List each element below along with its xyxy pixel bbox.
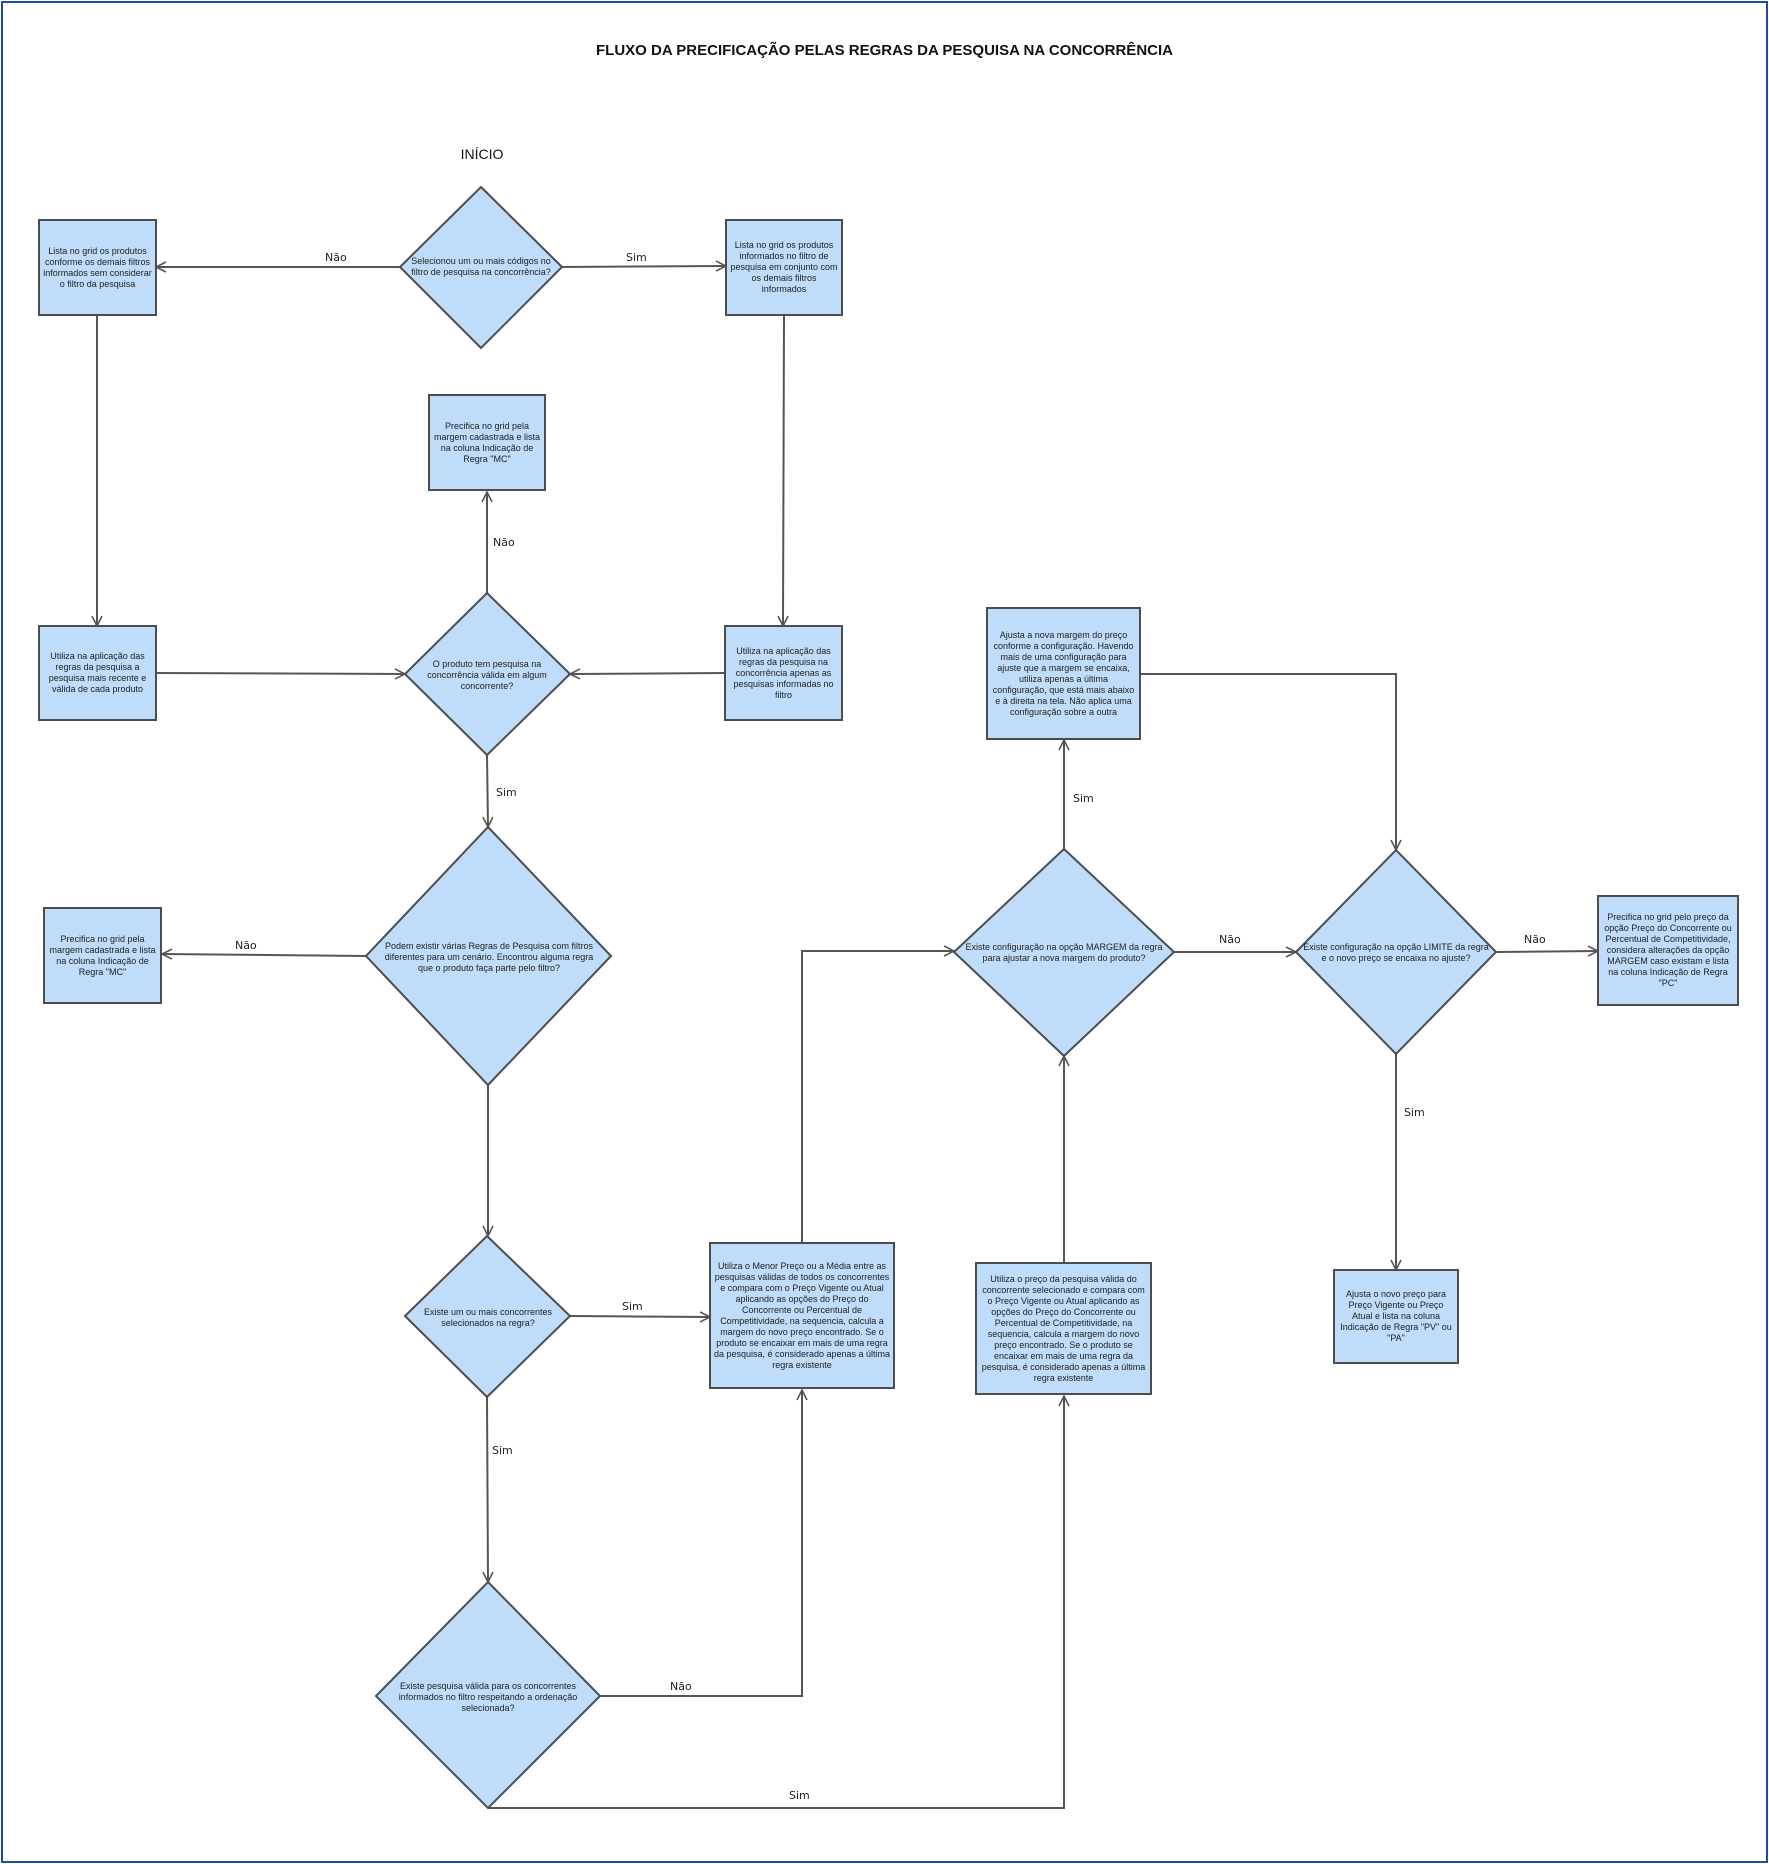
decision-d4-text: Existe um ou mais concorrentes seleciona… xyxy=(423,1307,553,1328)
edge-menor-d6 xyxy=(801,951,954,1243)
edge-leftutil-d2 xyxy=(155,673,405,674)
box-mc-mid-text: Precifica no grid pela margem cadastrada… xyxy=(49,933,156,977)
label-d6-yes: Sim xyxy=(1073,792,1094,805)
box-pc xyxy=(1597,895,1739,1006)
decision-d7-text: Existe configuração na opção LIMITE da r… xyxy=(1303,942,1489,963)
decision-d6-text: Existe configuração na opção MARGEM da r… xyxy=(965,942,1163,963)
label-d3-no: Não xyxy=(235,939,257,952)
box-left-list xyxy=(38,219,157,316)
decision-d1-text: Selecionou um ou mais códigos no filtro … xyxy=(411,256,551,277)
box-left-util-text: Utiliza na aplicação das regras da pesqu… xyxy=(48,651,147,694)
label-d4-yes-right: Sim xyxy=(622,1300,643,1313)
label-d5-yes: Sim xyxy=(789,1789,810,1802)
decision-d5-text: Existe pesquisa válida para os concorren… xyxy=(398,1680,578,1713)
decision-d7 xyxy=(1294,848,1498,1056)
box-ajusta-margem-text: Ajusta a nova margem do preço conforme a… xyxy=(992,629,1135,717)
edge-ajusta-d7 xyxy=(1139,673,1396,850)
box-pv-pa-text: Ajusta o novo preço para Preço Vigente o… xyxy=(1340,1289,1452,1343)
decision-d5 xyxy=(374,1580,602,1810)
label-d5-no: Não xyxy=(670,1680,692,1693)
start-label: INÍCIO xyxy=(460,146,504,162)
label-d2-yes: Sim xyxy=(496,786,517,799)
box-ajusta-margem xyxy=(986,607,1141,740)
edge-d7-no xyxy=(1495,951,1598,952)
box-concorrente-preco-text: Utiliza o preço da pesquisa válida do co… xyxy=(981,1273,1146,1383)
edge-d3-no xyxy=(162,954,367,956)
decision-d1 xyxy=(398,185,564,350)
box-left-list-text: Lista no grid os produtos conforme os de… xyxy=(43,245,152,289)
label-d2-no: Não xyxy=(493,536,515,549)
label-d1-no: Não xyxy=(325,251,347,264)
box-mc-top xyxy=(428,394,546,491)
edge-d4-yes xyxy=(569,1316,710,1317)
box-right-util-text: Utiliza na aplicação das regras da pesqu… xyxy=(733,645,834,700)
box-right-list-text: Lista no grid os produtos informados no … xyxy=(730,240,838,294)
box-right-util xyxy=(724,625,843,721)
box-mc-mid xyxy=(43,907,162,1004)
label-d6-no: Não xyxy=(1219,933,1241,946)
edge-d1-yes xyxy=(561,266,726,267)
edge-d5-no xyxy=(600,1390,802,1697)
edge-d2-yes xyxy=(487,754,488,827)
edge-rightutil-d2 xyxy=(570,673,726,674)
decision-d2 xyxy=(403,591,572,757)
decision-d6 xyxy=(952,847,1176,1058)
connectors xyxy=(97,266,1598,1809)
decision-d4 xyxy=(403,1234,572,1399)
box-pc-text: Precifica no grid pelo preço da opção Pr… xyxy=(1604,912,1732,988)
decision-d2-text: O produto tem pesquisa na concorrência v… xyxy=(427,658,547,691)
box-left-util xyxy=(38,625,157,721)
label-d7-yes: Sim xyxy=(1404,1106,1425,1119)
label-d1-yes: Sim xyxy=(626,251,647,264)
box-right-list xyxy=(725,219,843,316)
box-concorrente-preco xyxy=(975,1262,1152,1395)
box-mc-top-text: Precifica no grid pela margem cadastrada… xyxy=(433,420,541,464)
shapes xyxy=(38,185,1739,1810)
edge-d4-down xyxy=(487,1396,488,1582)
label-d4-yes-down: Sim xyxy=(492,1444,513,1457)
label-d7-no: Não xyxy=(1524,933,1546,946)
edge-d5-yes xyxy=(488,1396,1064,1809)
box-pv-pa xyxy=(1333,1269,1459,1364)
box-menor-preco xyxy=(709,1242,895,1389)
box-menor-preco-text: Utiliza o Menor Preço ou a Média entre a… xyxy=(713,1260,891,1370)
diagram-title: FLUXO DA PRECIFICAÇÃO PELAS REGRAS DA PE… xyxy=(596,42,1173,59)
decision-d3-text: Podem existir várias Regras de Pesquisa … xyxy=(384,940,594,973)
edge-rightlist-util xyxy=(783,314,784,626)
decision-d3 xyxy=(364,825,613,1087)
